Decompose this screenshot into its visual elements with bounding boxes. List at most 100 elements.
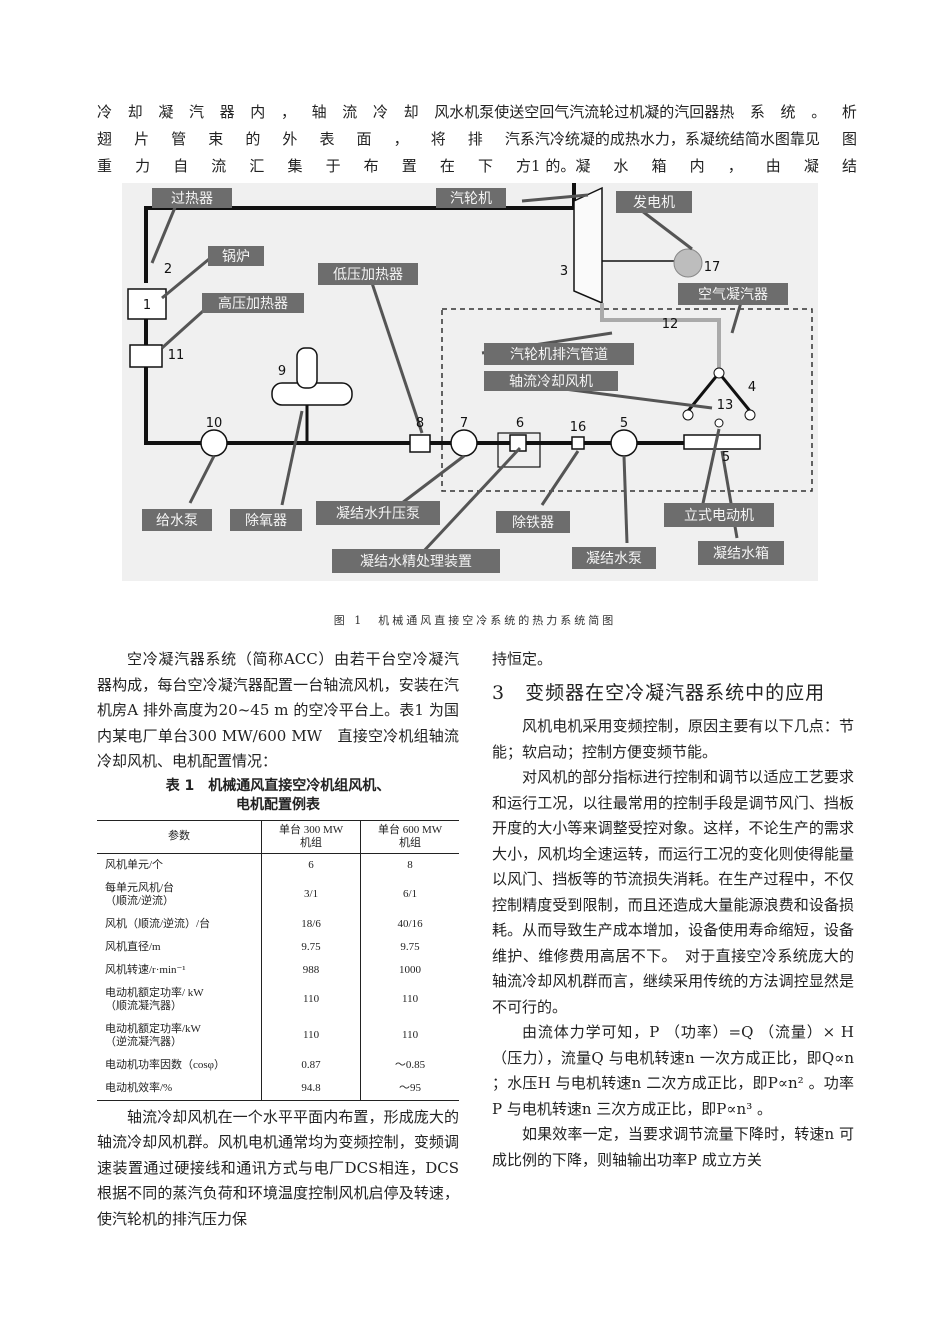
- label-hp-heater: 高压加热器: [218, 295, 288, 312]
- left-para-2: 轴流冷却风机在一个水平平面内布置，形成庞大的轴流冷却风机群。风机电机通常均为变频…: [97, 1107, 459, 1228]
- table-cell-param: 电动机额定功率/ kW （顺流凝汽器）: [97, 981, 262, 1018]
- top-line-3-segment: 重: [97, 157, 113, 175]
- top-line-2-segment: 片: [134, 130, 150, 148]
- num-5b: 5: [722, 450, 730, 465]
- top-line-2-segment: 将: [430, 130, 446, 148]
- figure-caption: 图 1 机械通风直接空冷系统的热力系统简图: [333, 614, 617, 627]
- label-exhaust-pipe: 汽轮机排汽管道: [510, 347, 608, 363]
- top-line-3-segment: 在: [439, 157, 455, 175]
- table-cell-value: 40/16: [397, 917, 423, 930]
- top-line-3-segment: 置: [401, 157, 417, 175]
- th-600mw: 单台 600 MW 机组: [360, 819, 459, 854]
- top-line-2-segment: 汽系汽冷统凝的成热水力，系凝统结简水图靠见: [504, 130, 820, 148]
- top-line-1-segment: 轴: [311, 103, 327, 121]
- table-cell-value: 94.8: [261, 1076, 362, 1101]
- table-cell-value: 110: [402, 993, 419, 1005]
- top-line-3-segment: 力: [135, 157, 151, 175]
- label-acc: 空气凝汽器: [698, 287, 768, 303]
- table-cell-value: 110: [261, 981, 362, 1018]
- top-line-2-segment: 翅: [97, 130, 113, 148]
- top-line-1-segment: 风水机泵使送空回气汽流轮过机凝的汽回器热: [434, 103, 735, 121]
- num-17: 17: [704, 260, 721, 275]
- num-12: 12: [662, 317, 679, 332]
- label-deaerator: 除氧器: [245, 513, 287, 529]
- num-1: 1: [143, 298, 151, 313]
- table-title-1: 表 1 机械通风直接空冷机组风机、: [165, 777, 391, 794]
- top-line-1-segment: 析: [841, 103, 857, 121]
- table-cell-value: 110: [402, 1029, 419, 1041]
- table-cell-value: 110: [261, 1017, 362, 1054]
- label-lp-heater: 低压加热器: [333, 267, 403, 283]
- num-10: 10: [206, 416, 223, 431]
- right-para-4: 如果效率一定，当要求调节流量下降时，转速n 可成比例的下降，则轴输出功率P 成立…: [492, 1125, 854, 1169]
- table-cell-value: ～95: [360, 1076, 459, 1101]
- right-column: 持恒定。 3 变频器在空冷凝汽器系统中的应用 风机电机采用变频控制，原因主要有以…: [492, 647, 854, 1173]
- label-iron-remover: 除铁器: [512, 515, 554, 531]
- top-line-3-segment: 下: [477, 157, 493, 175]
- top-line-1-segment: 冷: [97, 103, 113, 121]
- num-16: 16: [570, 420, 587, 435]
- num-4: 4: [748, 380, 756, 395]
- top-line-2-segment: 外: [282, 130, 298, 148]
- num-8: 8: [416, 416, 424, 431]
- top-line-2: 翅片管束的外表面，将排汽系汽冷统凝的成热水力，系凝统结简水图靠见图: [97, 128, 857, 149]
- top-line-3-segment: 由: [765, 157, 781, 175]
- top-line-3-segment: 内: [689, 157, 705, 175]
- num-6: 6: [516, 416, 524, 431]
- diagram-svg: 过热器 汽轮机 发电机 锅炉 低压加热器 高压加热器 空气凝汽器 汽轮机排汽管道…: [127, 183, 813, 573]
- table-cell-param: 风机直径/m: [97, 935, 262, 959]
- thermal-system-diagram: 过热器 汽轮机 发电机 锅炉 低压加热器 高压加热器 空气凝汽器 汽轮机排汽管道…: [122, 183, 818, 581]
- top-line-3-segment: 方1 的。凝: [516, 157, 591, 175]
- right-continuation: 持恒定。: [492, 650, 553, 668]
- table-cell-value: 18/6: [261, 912, 362, 936]
- table-title-2: 电机配置例表: [236, 796, 320, 813]
- num-7: 7: [460, 416, 468, 431]
- table-cell-value: 0.87: [261, 1053, 362, 1077]
- table-cell-param: 风机单元/个: [97, 853, 262, 877]
- table-cell-value: 3/1: [261, 876, 362, 913]
- top-line-1-segment: 。: [811, 103, 827, 121]
- label-generator: 发电机: [633, 195, 675, 211]
- top-line-3: 重力自流汇集于布置在下方1 的。凝水箱内，由凝结: [97, 155, 857, 176]
- label-cond-tank: 凝结水箱: [713, 546, 769, 562]
- table-cell-param: 风机转速/r·min⁻¹: [97, 958, 262, 982]
- table-cell-value: 6: [261, 853, 362, 877]
- num-13: 13: [717, 398, 734, 413]
- table-cell-param: 电动机额定功率/kW （逆流凝汽器）: [97, 1017, 262, 1054]
- top-line-2-segment: 图: [841, 130, 857, 148]
- th-300mw: 单台 300 MW 机组: [261, 819, 362, 854]
- top-line-1-segment: 流: [342, 103, 358, 121]
- top-line-2-segment: 管: [171, 130, 187, 148]
- table-cell-param: 风机（顺流/逆流）/台: [97, 912, 262, 936]
- num-9: 9: [278, 364, 286, 379]
- top-line-1-segment: ，: [280, 103, 296, 121]
- table-cell-value: 9.75: [400, 940, 420, 953]
- top-line-3-segment: 布: [363, 157, 379, 175]
- top-line-3-segment: 水: [613, 157, 629, 175]
- left-para-1: 空冷凝汽器系统（简称ACC）由若干台空冷凝汽器构成，每台空冷凝汽器配置一台轴流风…: [97, 650, 459, 770]
- top-line-3-segment: 箱: [651, 157, 667, 175]
- th-param: 参数: [97, 819, 262, 854]
- top-line-1-segment: 却: [403, 103, 419, 121]
- top-line-1-segment: 系: [749, 103, 765, 121]
- num-11: 11: [168, 348, 185, 363]
- right-para-1: 风机电机采用变频控制，原因主要有以下几点：节能；软启动；控制方便变频节能。: [492, 717, 854, 761]
- num-5: 5: [620, 416, 628, 431]
- table-cell-value: 6/1: [403, 888, 418, 900]
- top-line-2-segment: 排: [467, 130, 483, 148]
- label-cond-booster: 凝结水升压泵: [336, 506, 420, 522]
- top-line-1-segment: 冷: [372, 103, 388, 121]
- top-line-3-segment: 结: [841, 157, 857, 175]
- top-line-3-segment: 凝: [803, 157, 819, 175]
- label-superheater: 过热器: [171, 191, 213, 207]
- label-fan: 轴流冷却风机: [509, 374, 593, 390]
- table-cell-param: 电动机功率因数（cosφ）: [97, 1053, 262, 1077]
